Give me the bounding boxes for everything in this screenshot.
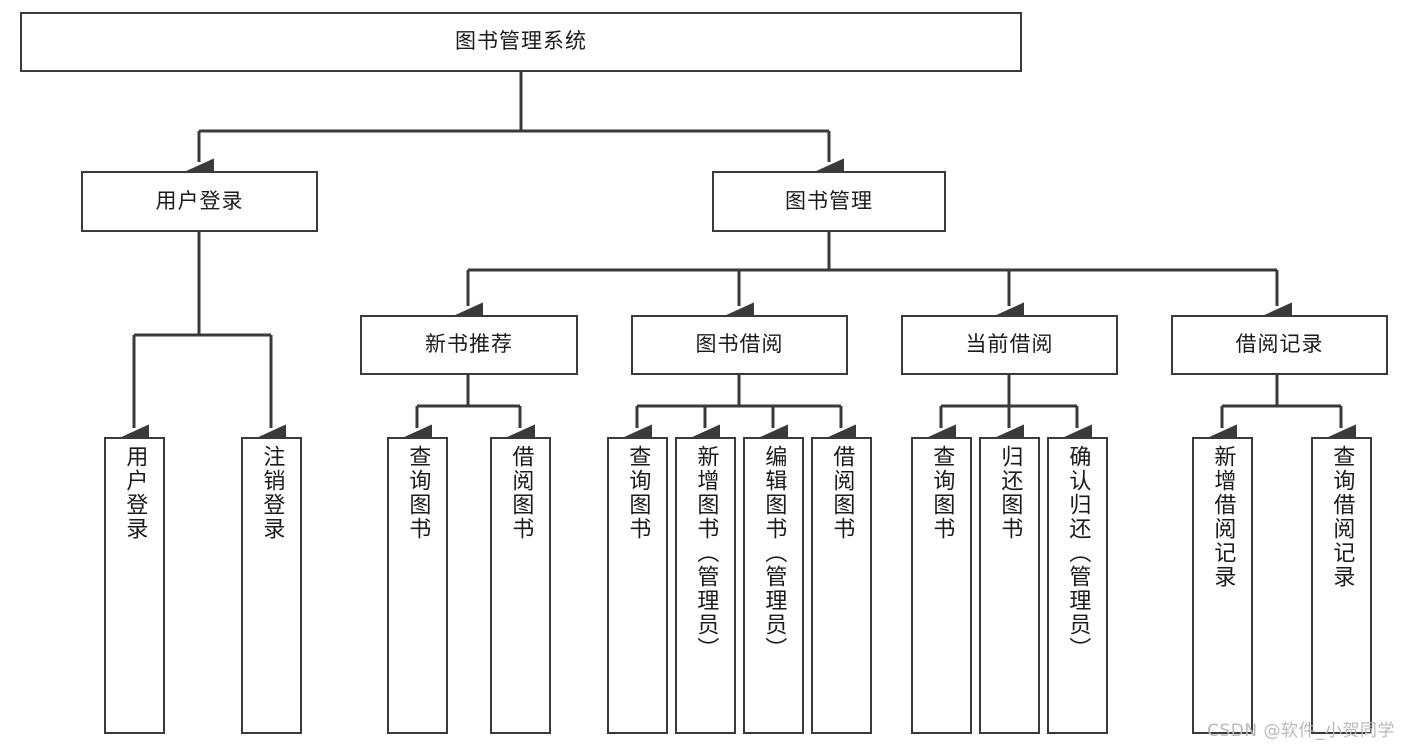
leaf-label: 注销登录 (259, 445, 285, 541)
node-borrow-record-label: 借阅记录 (1235, 332, 1324, 357)
leaf-label: 用户登录 (122, 445, 148, 541)
leaf-label: 查询图书 (929, 445, 955, 541)
leaf-book-borrow-query[interactable]: 查询图书 (607, 437, 668, 734)
node-book-borrow-label: 图书借阅 (695, 332, 784, 357)
leaf-borrow-record-query[interactable]: 查询借阅记录 (1311, 437, 1372, 734)
leaf-user-login-login[interactable]: 用户登录 (104, 437, 165, 734)
node-new-book-recommend-label: 新书推荐 (425, 332, 513, 357)
leaf-book-borrow-edit[interactable]: 编辑图书（管理员） (743, 437, 804, 734)
node-new-book-recommend[interactable]: 新书推荐 (360, 315, 578, 375)
node-root[interactable]: 图书管理系统 (20, 12, 1022, 72)
leaf-current-borrow-confirm-return[interactable]: 确认归还（管理员） (1047, 437, 1108, 734)
leaf-new-book-query[interactable]: 查询图书 (387, 437, 448, 734)
leaf-label: 确认归还（管理员） (1065, 445, 1091, 661)
leaf-current-borrow-query[interactable]: 查询图书 (911, 437, 972, 734)
leaf-new-book-borrow[interactable]: 借阅图书 (490, 437, 551, 734)
leaf-borrow-record-add[interactable]: 新增借阅记录 (1192, 437, 1253, 734)
leaf-label: 查询借阅记录 (1329, 445, 1355, 589)
leaf-label: 查询图书 (405, 445, 431, 541)
node-root-label: 图书管理系统 (455, 29, 587, 54)
leaf-label: 编辑图书（管理员） (761, 445, 787, 661)
leaf-book-borrow-borrow[interactable]: 借阅图书 (811, 437, 872, 734)
leaf-label: 查询图书 (625, 445, 651, 541)
node-current-borrow-label: 当前借阅 (965, 332, 1054, 357)
leaf-label: 新增借阅记录 (1210, 445, 1236, 589)
leaf-book-borrow-add[interactable]: 新增图书（管理员） (675, 437, 736, 734)
leaf-label: 归还图书 (997, 445, 1023, 541)
node-book-manage[interactable]: 图书管理 (712, 171, 946, 232)
leaf-label: 新增图书（管理员） (693, 445, 719, 661)
leaf-label: 借阅图书 (508, 445, 534, 541)
leaf-user-login-logout[interactable]: 注销登录 (241, 437, 302, 734)
node-book-manage-label: 图书管理 (785, 188, 873, 213)
node-user-login[interactable]: 用户登录 (81, 171, 318, 232)
node-user-login-label: 用户登录 (155, 188, 244, 213)
watermark-text: CSDN @软件_小贺同学 (1207, 721, 1395, 741)
node-current-borrow[interactable]: 当前借阅 (901, 315, 1118, 375)
node-book-borrow[interactable]: 图书借阅 (631, 315, 848, 375)
leaf-label: 借阅图书 (829, 445, 855, 541)
node-borrow-record[interactable]: 借阅记录 (1171, 315, 1388, 375)
leaf-current-borrow-return[interactable]: 归还图书 (979, 437, 1040, 734)
